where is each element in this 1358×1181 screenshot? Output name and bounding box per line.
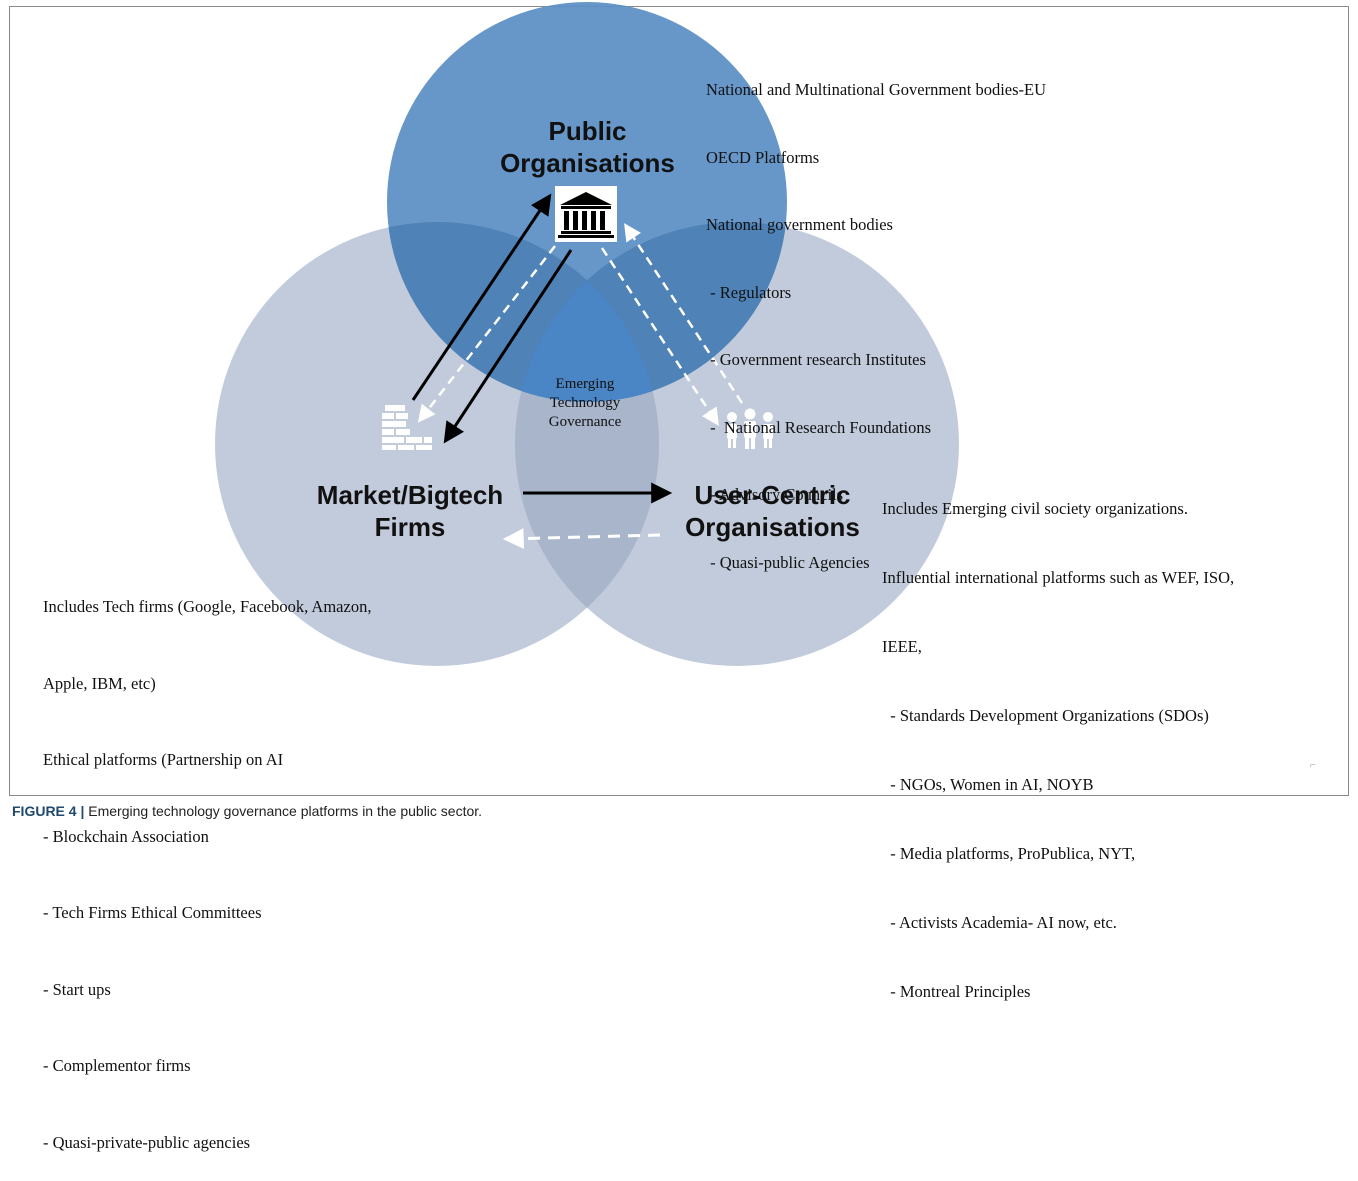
people-group-icon bbox=[727, 408, 773, 449]
dashed-arrow-public-to-user bbox=[600, 247, 719, 426]
note-line: - Blockchain Association bbox=[43, 826, 209, 846]
note-line: - Tech Firms Ethical Committees bbox=[43, 903, 262, 922]
note-line: - NGOs, Women in AI, NOYB bbox=[882, 775, 1094, 794]
note-line: - Quasi-private-public agencies bbox=[43, 1132, 251, 1152]
dashed-arrow-public-to-market bbox=[417, 245, 556, 423]
public-title-line2: Organisations bbox=[500, 148, 675, 178]
venn-diagram bbox=[215, 2, 959, 666]
market-title-line1: Market/Bigtech bbox=[316, 480, 504, 510]
center-line2: Technology bbox=[549, 395, 621, 411]
government-building-icon bbox=[555, 186, 617, 242]
arrow-public-to-market bbox=[443, 249, 573, 444]
note-line: National and Multinational Government bo… bbox=[706, 80, 1047, 99]
emerging-technology-governance-label: Emerging Technology Governance bbox=[525, 375, 645, 432]
dashed-arrow-user-to-market bbox=[502, 528, 661, 550]
public-user-overlap bbox=[515, 222, 787, 402]
user-centric-organisations-label: User-Centric Organisations bbox=[665, 479, 880, 543]
user-centric-notes: Includes Emerging civil society organiza… bbox=[882, 451, 1234, 1026]
note-line: - Start ups bbox=[43, 979, 111, 999]
arrow-market-to-public bbox=[411, 193, 552, 401]
public-organisations-notes: National and Multinational Government bo… bbox=[706, 34, 1046, 597]
market-title-line2: Firms bbox=[374, 512, 446, 542]
user-title-line1: User-Centric bbox=[694, 480, 851, 510]
note-line: - Quasi-public Agencies bbox=[706, 552, 870, 572]
public-market-overlap bbox=[387, 222, 659, 402]
note-line: - Standards Development Organizations (S… bbox=[882, 706, 1209, 725]
note-line: - Activists Academia- AI now, etc. bbox=[882, 913, 1117, 932]
market-firms-notes: Includes Tech firms (Google, Facebook, A… bbox=[43, 543, 371, 1181]
note-line: - Montreal Principles bbox=[882, 982, 1031, 1001]
note-line: Includes Tech firms (Google, Facebook, A… bbox=[43, 597, 372, 616]
dashed-arrow-user-to-public bbox=[624, 223, 744, 404]
note-line: IEEE, bbox=[882, 637, 922, 656]
note-line: Apple, IBM, etc) bbox=[43, 673, 156, 693]
caption-label: FIGURE 4 | bbox=[12, 803, 85, 819]
brick-building-icon bbox=[382, 405, 432, 450]
figure-caption: FIGURE 4 | Emerging technology governanc… bbox=[12, 803, 482, 819]
note-line: - Regulators bbox=[706, 282, 792, 302]
corner-mark: ⌐ bbox=[1310, 760, 1316, 771]
public-organisations-label: Public Organisations bbox=[470, 115, 705, 179]
market-bigtech-firms-label: Market/Bigtech Firms bbox=[280, 479, 540, 543]
note-line: Ethical platforms (Partnership on AI bbox=[43, 750, 284, 769]
note-line: Influential international platforms such… bbox=[882, 568, 1235, 587]
note-line: - Advisory Councils bbox=[706, 485, 844, 504]
public-title-line1: Public bbox=[548, 116, 627, 146]
note-line: OECD Platforms bbox=[706, 147, 820, 167]
note-line: - Government research Institutes bbox=[706, 350, 926, 369]
note-line: National government bodies bbox=[706, 215, 893, 234]
note-line: - Complementor firms bbox=[43, 1056, 191, 1075]
caption-text: Emerging technology governance platforms… bbox=[84, 803, 483, 819]
center-line1: Emerging bbox=[555, 376, 615, 392]
note-line: Includes Emerging civil society organiza… bbox=[882, 499, 1188, 518]
center-line3: Governance bbox=[548, 414, 622, 430]
note-line: - National Research Foundations bbox=[706, 417, 931, 437]
note-line: - Media platforms, ProPublica, NYT, bbox=[882, 844, 1136, 863]
user-title-line2: Organisations bbox=[685, 512, 860, 542]
